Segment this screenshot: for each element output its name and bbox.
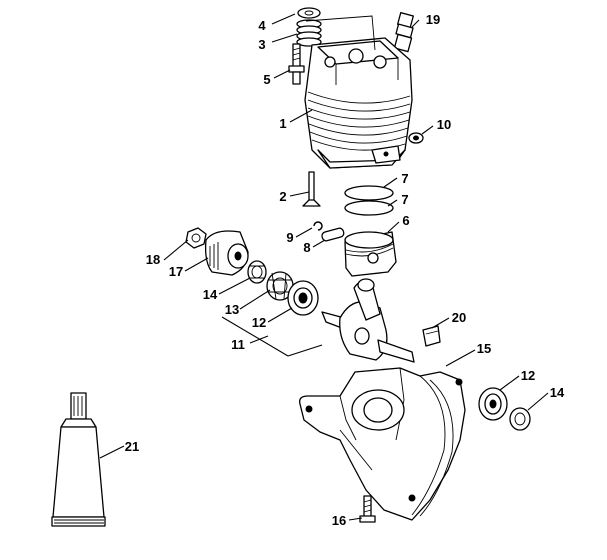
callout-6: 6 xyxy=(402,213,409,228)
callout-20: 20 xyxy=(452,310,466,325)
spark-plug xyxy=(393,12,414,59)
valve-spring-retainer xyxy=(297,7,321,19)
stud-bolt xyxy=(288,43,305,85)
callout-2: 2 xyxy=(279,189,286,204)
callout-3: 3 xyxy=(258,37,265,52)
cylinder xyxy=(304,37,413,169)
callout-7-lower: 7 xyxy=(401,192,408,207)
grease-tube xyxy=(51,392,106,527)
screw xyxy=(359,495,376,523)
ball-bearing-right xyxy=(478,387,508,421)
needle-bearing xyxy=(247,260,267,284)
valve-spring xyxy=(296,19,322,47)
nut xyxy=(185,227,207,249)
ball-bearing-left xyxy=(287,280,319,316)
callout-17: 17 xyxy=(169,264,183,279)
washer xyxy=(408,132,424,144)
piston-pin xyxy=(321,227,345,242)
leader-lines xyxy=(99,13,549,521)
flywheel xyxy=(204,230,249,276)
callout-11: 11 xyxy=(231,337,245,352)
piston-rings xyxy=(344,185,394,216)
crankshaft xyxy=(321,278,415,363)
callout-21: 21 xyxy=(125,439,139,454)
callout-14-right: 14 xyxy=(550,385,565,400)
callout-8: 8 xyxy=(303,240,310,255)
callout-9: 9 xyxy=(286,230,293,245)
callout-16: 16 xyxy=(332,513,346,528)
piston xyxy=(344,231,397,277)
callout-7-upper: 7 xyxy=(401,171,408,186)
callout-5: 5 xyxy=(263,72,270,87)
callout-14-left: 14 xyxy=(203,287,218,302)
callout-labels: 4 3 5 19 1 10 7 2 7 9 8 6 18 17 14 13 12… xyxy=(125,12,565,528)
callout-12-right: 12 xyxy=(521,368,535,383)
valve xyxy=(302,171,321,207)
callout-1: 1 xyxy=(279,116,286,131)
retaining-clip xyxy=(422,325,441,347)
needle-bearing-right xyxy=(509,407,531,431)
callout-18: 18 xyxy=(146,252,160,267)
callout-13: 13 xyxy=(225,302,239,317)
callout-19: 19 xyxy=(426,12,440,27)
callout-4: 4 xyxy=(258,18,266,33)
callout-15: 15 xyxy=(477,341,491,356)
circlip xyxy=(313,221,323,231)
crankcase xyxy=(299,367,466,521)
callout-12-left: 12 xyxy=(252,315,266,330)
callout-10: 10 xyxy=(437,117,451,132)
